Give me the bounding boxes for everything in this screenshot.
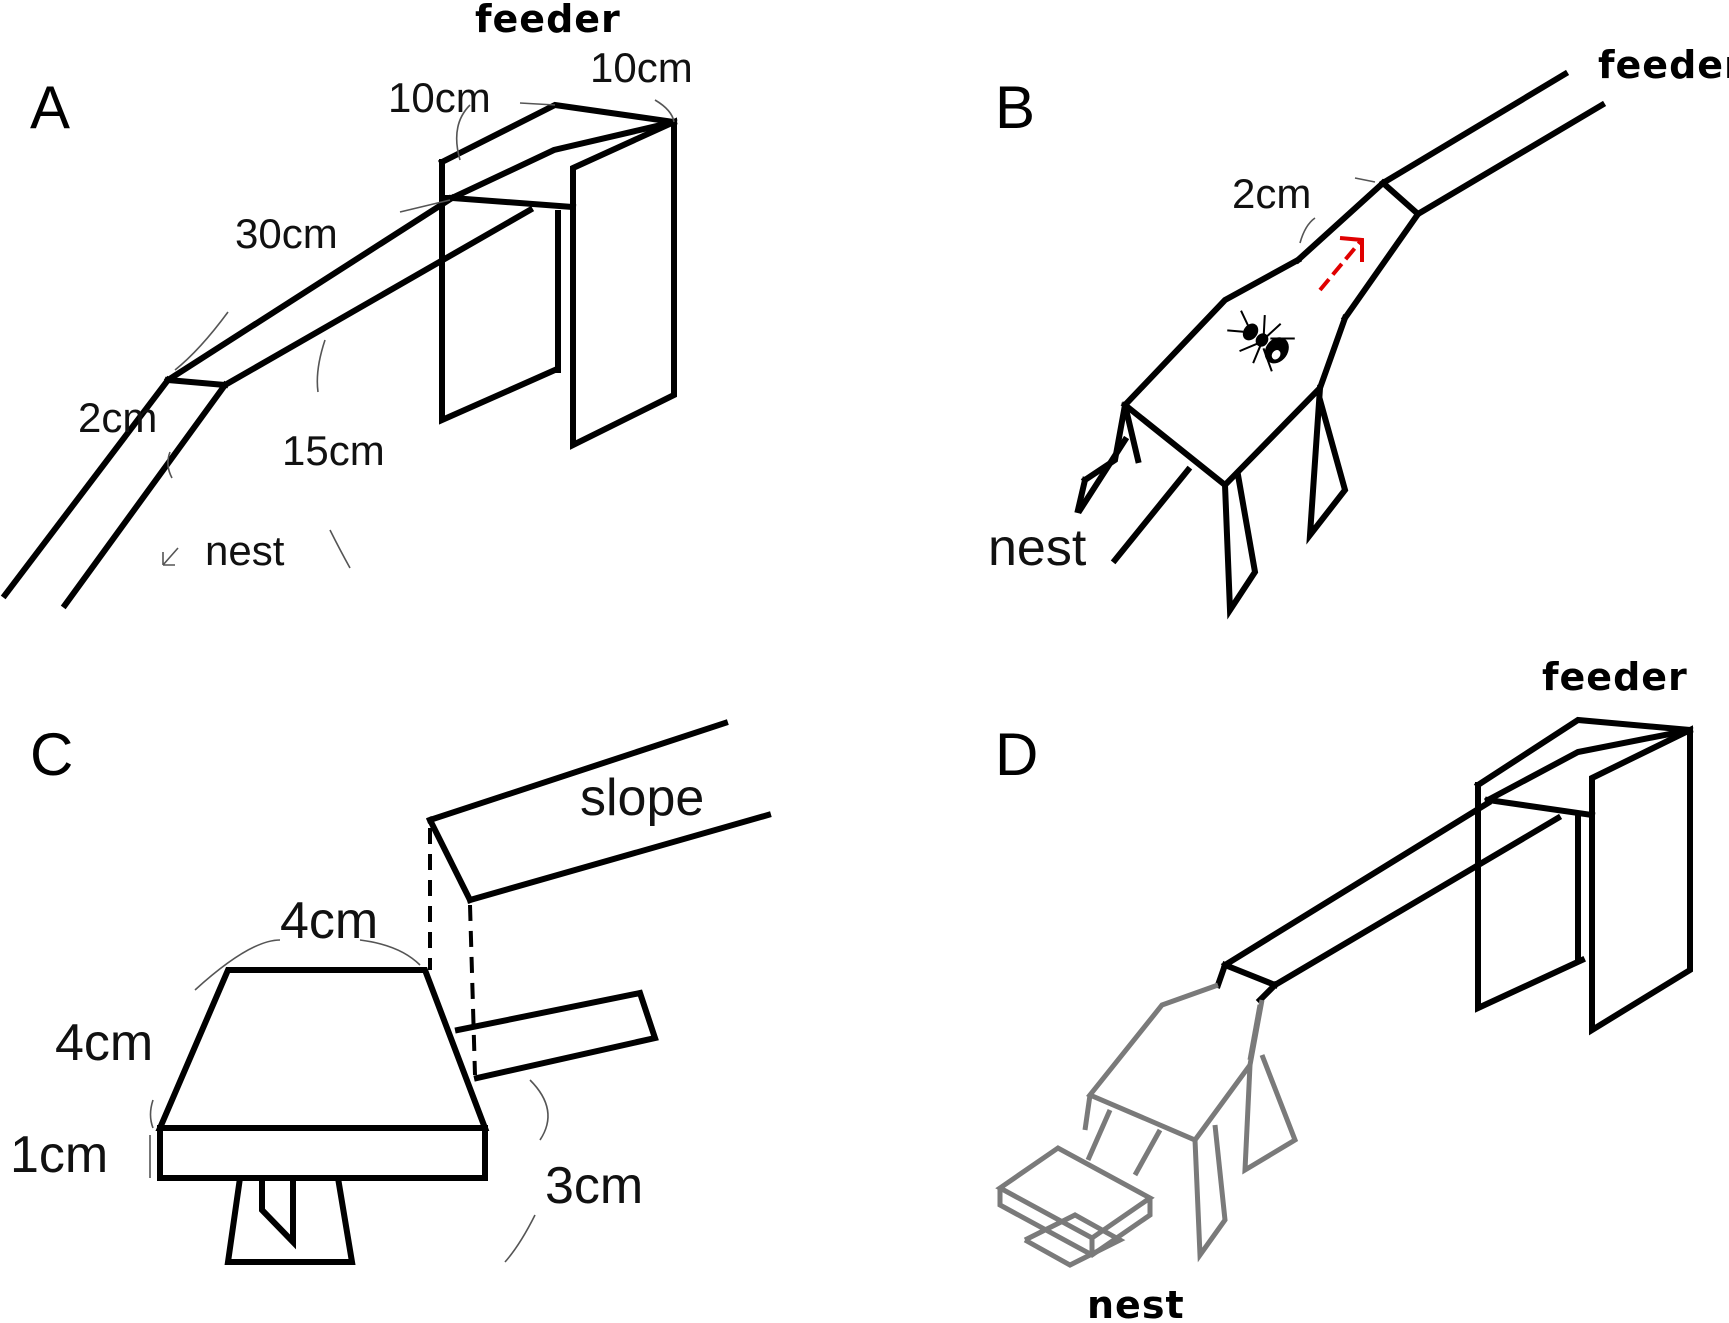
- panel-c-base-height-label: 1cm: [10, 1126, 108, 1184]
- direction-arrow-icon: [1318, 236, 1364, 292]
- panel-c-side-length-label: 4cm: [55, 1014, 153, 1072]
- panel-b-width-leader-2: [1354, 177, 1376, 183]
- panel-b-nest-label: nest: [988, 519, 1087, 577]
- panel-a-ramp-length-label: 30cm: [235, 210, 338, 257]
- panel-a-dimension-leaders: [162, 99, 675, 569]
- panel-d-letter: D: [995, 721, 1038, 788]
- panel-a-ramp: [0, 193, 535, 610]
- panel-c-slope-board: [425, 719, 772, 905]
- panel-c-platform: [155, 967, 490, 1181]
- panel-b-bridge-width-label: 2cm: [1232, 170, 1311, 217]
- panel-c-slope-label: slope: [580, 769, 704, 827]
- panel-a: A feeder: [0, 0, 693, 610]
- panel-b-width-leader: [1299, 217, 1316, 244]
- panel-a-feeder-depth-label: 10cm: [590, 44, 693, 91]
- panel-a-letter: A: [30, 74, 70, 141]
- panel-a-feeder-width-label: 10cm: [388, 74, 491, 121]
- panel-d-feeder-box: [1473, 716, 1694, 1036]
- panel-c-side-leg: [454, 989, 659, 1082]
- panel-d-nest-label: nest: [1087, 1283, 1185, 1323]
- panel-b-nest-rails: [1075, 435, 1193, 565]
- panel-a-feeder-box: [437, 101, 678, 450]
- panel-b: B feeder: [988, 43, 1729, 620]
- panel-d-feeder-label: feeder: [1542, 655, 1688, 699]
- panel-b-letter: B: [995, 74, 1035, 141]
- panel-a-ramp-width-label: 2cm: [78, 394, 157, 441]
- panel-b-platform: [1074, 255, 1349, 620]
- panel-c-letter: C: [30, 721, 73, 788]
- panel-d-ramp: [1214, 798, 1563, 1005]
- panel-a-feeder-label: feeder: [475, 0, 621, 41]
- panel-d: D feeder: [995, 655, 1694, 1323]
- panel-b-feeder-path: [1293, 69, 1607, 323]
- panel-b-feeder-label: feeder: [1598, 43, 1729, 87]
- panel-c: C slope: [10, 719, 772, 1265]
- panel-a-height-label: 15cm: [282, 427, 385, 474]
- panel-a-nest-label: nest: [205, 527, 285, 574]
- panel-c-dimension-leaders: [149, 939, 549, 1263]
- ant-icon: [1227, 310, 1295, 372]
- panel-d-nest-box: [995, 1145, 1155, 1268]
- panel-c-top-width-label: 4cm: [280, 892, 378, 950]
- panel-c-leg-length-label: 3cm: [545, 1157, 643, 1215]
- panel-d-nest-platform: [1082, 982, 1299, 1263]
- panel-c-projection-line-2: [468, 904, 477, 1076]
- panel-c-stand: [224, 1175, 356, 1265]
